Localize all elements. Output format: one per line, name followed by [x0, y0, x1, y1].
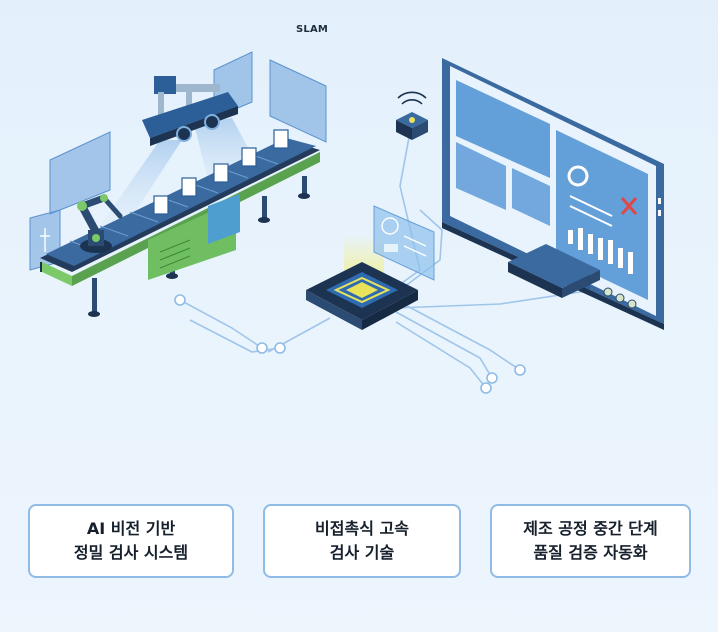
machine-base [148, 194, 240, 280]
processing-chip [306, 234, 418, 330]
circuit-traces [179, 131, 600, 389]
panel-icon [40, 228, 50, 252]
caption-quality-automation-text: 제조 공정 중간 단계 품질 검증 자동화 [523, 519, 658, 562]
wireless-sensor [396, 91, 428, 140]
caption-ai-vision-box: AI 비전 기반 정밀 검사 시스템 [28, 504, 234, 578]
circuit-nodes [174, 294, 526, 394]
slam-label: SLAM [296, 24, 329, 35]
caption-contactless-box: 비접촉식 고속 검사 기술 [263, 504, 461, 578]
hud-tablet [373, 205, 435, 281]
caption-contactless-text: 비접촉식 고속 검사 기술 [315, 519, 409, 562]
monitor [442, 58, 664, 330]
overhead-camera [142, 76, 238, 146]
conveyor-products [153, 129, 289, 215]
caption-quality-automation-box: 제조 공정 중간 단계 품질 검증 자동화 [490, 504, 691, 578]
robot-arm [77, 194, 123, 253]
inspection-system-illustration [29, 51, 664, 394]
caption-ai-vision-text: AI 비전 기반 정밀 검사 시스템 [73, 519, 189, 562]
